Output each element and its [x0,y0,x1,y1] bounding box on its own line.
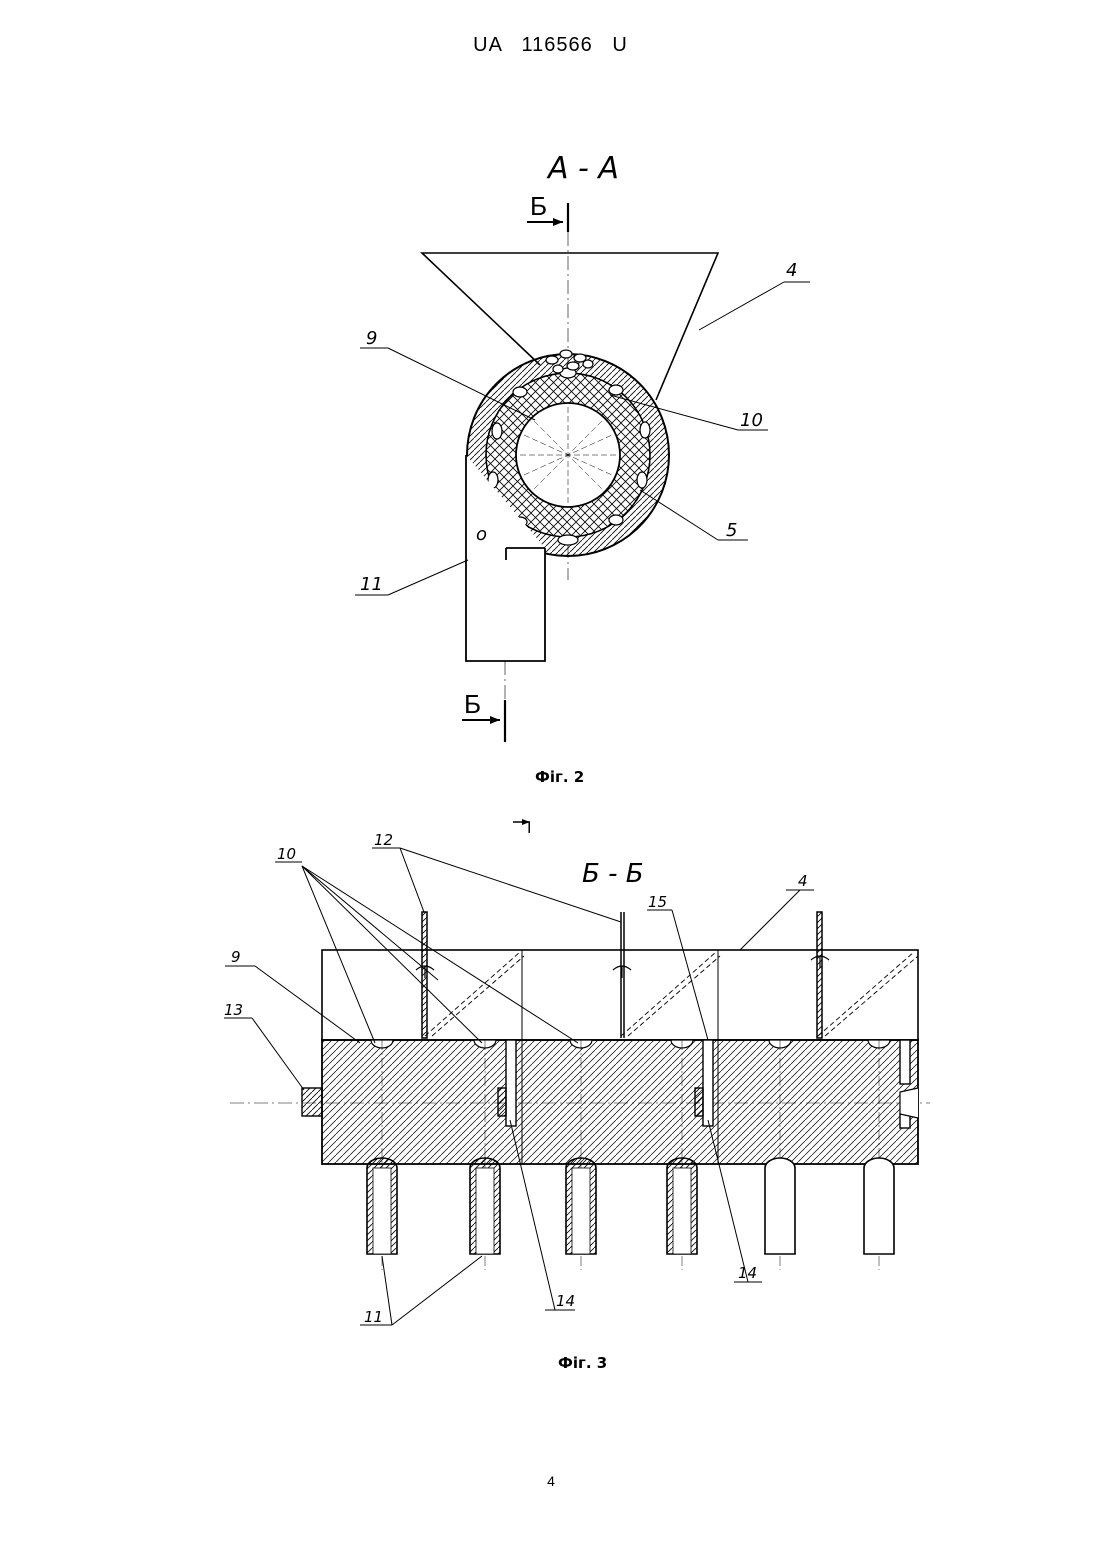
fig3-callout-13: 13 [224,1001,243,1019]
fig2-cut-label-bottom: Б [464,689,481,719]
fig3-view-marker: I [527,820,531,837]
fig2-drawing: А - А Б [355,151,810,742]
page-number: 4 [545,1473,557,1489]
fig2-callout-5: 5 [726,520,737,541]
fig3-callout-12: 12 [374,831,393,849]
fig2-section-title: А - А [546,151,619,186]
fig3-callout-9: 9 [231,948,241,966]
fig2-callout-11: 11 [360,574,383,595]
fig3-caption: Фіг. 3 [558,1354,607,1372]
fig3-drawing: I Б - Б [224,819,930,1326]
fig3-callout-4: 4 [798,872,808,890]
fig3-callout-10: 10 [277,845,296,863]
fig2-cut-label-top: Б [530,191,547,221]
fig2-callout-10: 10 [740,410,763,431]
fig3-callout-15: 15 [648,893,667,911]
fig2-callout-9: 9 [366,328,377,349]
fig2-callout-4: 4 [786,260,797,281]
fig2-callout-o: о [476,524,487,545]
fig3-callout-14-left: 14 [556,1292,575,1310]
fig2-caption: Фіг. 2 [535,768,584,786]
fig3-section-title: Б - Б [582,859,644,889]
fig3-callout-11: 11 [364,1308,383,1326]
fig3-callout-14-right: 14 [738,1264,757,1282]
